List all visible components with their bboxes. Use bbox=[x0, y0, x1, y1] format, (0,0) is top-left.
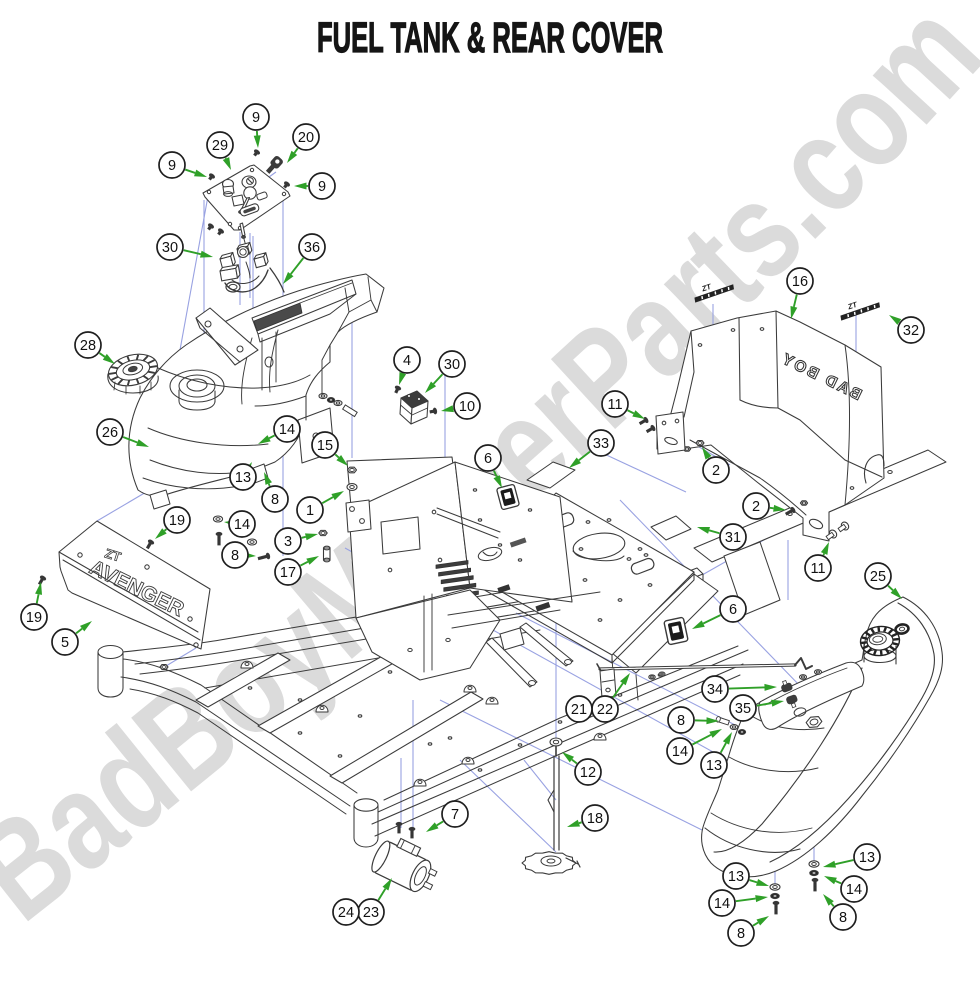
svg-text:20: 20 bbox=[298, 130, 314, 146]
svg-text:2: 2 bbox=[752, 499, 760, 515]
svg-text:14: 14 bbox=[672, 744, 688, 760]
svg-text:32: 32 bbox=[903, 323, 919, 339]
svg-text:9: 9 bbox=[318, 179, 326, 195]
svg-text:30: 30 bbox=[444, 357, 460, 373]
svg-text:21: 21 bbox=[571, 702, 587, 718]
svg-text:4: 4 bbox=[403, 353, 411, 369]
svg-text:19: 19 bbox=[169, 513, 185, 529]
svg-text:6: 6 bbox=[729, 602, 737, 618]
svg-text:1: 1 bbox=[306, 503, 314, 519]
svg-text:12: 12 bbox=[580, 765, 596, 781]
svg-text:30: 30 bbox=[162, 240, 178, 256]
svg-text:18: 18 bbox=[587, 811, 603, 827]
svg-text:6: 6 bbox=[484, 451, 492, 467]
svg-text:11: 11 bbox=[810, 561, 825, 577]
svg-text:14: 14 bbox=[234, 517, 250, 533]
svg-text:23: 23 bbox=[363, 905, 379, 921]
svg-text:31: 31 bbox=[725, 530, 741, 546]
svg-text:9: 9 bbox=[252, 110, 260, 126]
svg-text:17: 17 bbox=[280, 565, 296, 581]
svg-text:8: 8 bbox=[839, 910, 847, 926]
svg-text:2: 2 bbox=[712, 463, 720, 479]
svg-text:14: 14 bbox=[846, 882, 862, 898]
svg-text:16: 16 bbox=[792, 274, 808, 290]
svg-text:9: 9 bbox=[168, 158, 176, 174]
svg-text:FUEL TANK & REAR COVER: FUEL TANK & REAR COVER bbox=[317, 15, 663, 62]
svg-text:22: 22 bbox=[597, 702, 613, 718]
svg-text:7: 7 bbox=[451, 807, 459, 823]
svg-text:5: 5 bbox=[61, 635, 69, 651]
svg-text:26: 26 bbox=[102, 425, 118, 441]
svg-text:8: 8 bbox=[231, 548, 239, 564]
svg-text:29: 29 bbox=[212, 138, 228, 154]
svg-text:25: 25 bbox=[870, 569, 886, 585]
svg-text:28: 28 bbox=[80, 338, 96, 354]
svg-text:11: 11 bbox=[607, 397, 622, 413]
svg-text:34: 34 bbox=[707, 682, 723, 698]
svg-text:36: 36 bbox=[304, 240, 320, 256]
svg-text:10: 10 bbox=[459, 399, 475, 415]
svg-text:13: 13 bbox=[859, 850, 875, 866]
svg-text:13: 13 bbox=[728, 869, 744, 885]
svg-text:24: 24 bbox=[338, 905, 354, 921]
svg-text:19: 19 bbox=[26, 610, 42, 626]
svg-text:14: 14 bbox=[279, 422, 295, 438]
svg-text:3: 3 bbox=[284, 534, 292, 550]
svg-text:8: 8 bbox=[271, 492, 279, 508]
svg-text:13: 13 bbox=[706, 758, 722, 774]
svg-text:35: 35 bbox=[735, 701, 751, 717]
svg-text:33: 33 bbox=[593, 436, 609, 452]
svg-text:14: 14 bbox=[714, 896, 730, 912]
svg-text:8: 8 bbox=[737, 926, 745, 942]
svg-text:13: 13 bbox=[235, 470, 251, 486]
svg-text:8: 8 bbox=[677, 713, 685, 729]
svg-text:15: 15 bbox=[317, 438, 333, 454]
